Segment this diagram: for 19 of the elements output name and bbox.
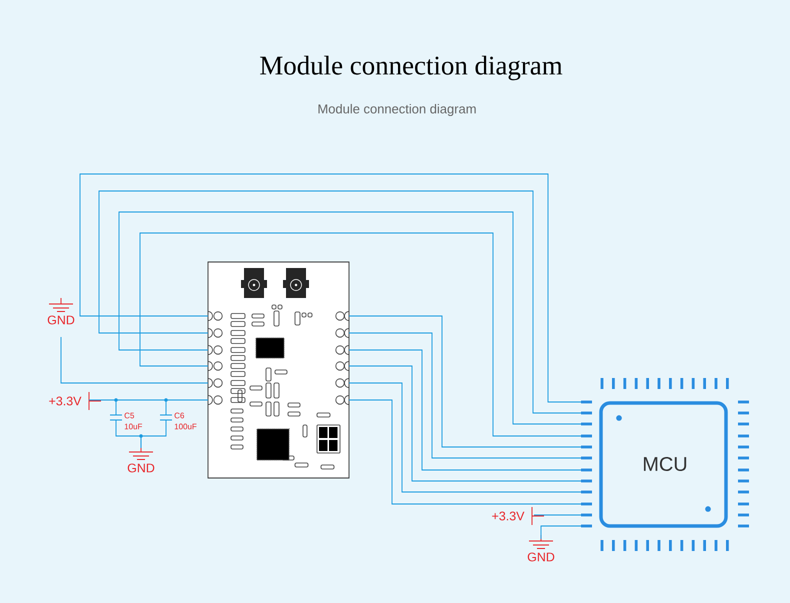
wire bbox=[60, 336, 208, 384]
wire bbox=[348, 366, 582, 482]
wire bbox=[88, 400, 166, 416]
wire bbox=[348, 332, 582, 458]
wire bbox=[140, 232, 582, 436]
wire bbox=[348, 382, 582, 492]
wire bbox=[348, 400, 582, 504]
wire bbox=[118, 212, 582, 424]
wire bbox=[348, 316, 582, 448]
wire bbox=[540, 526, 582, 540]
wire bbox=[348, 350, 582, 470]
title: Module connection diagram bbox=[260, 56, 562, 80]
capacitor-symbol bbox=[110, 414, 122, 420]
wire bbox=[534, 514, 582, 516]
module-drawing bbox=[208, 262, 350, 478]
chip-drawing: MCU bbox=[581, 378, 749, 551]
wire bbox=[140, 420, 166, 448]
subtitle: Module connection diagram bbox=[318, 104, 476, 116]
capacitor-symbol bbox=[160, 414, 172, 420]
